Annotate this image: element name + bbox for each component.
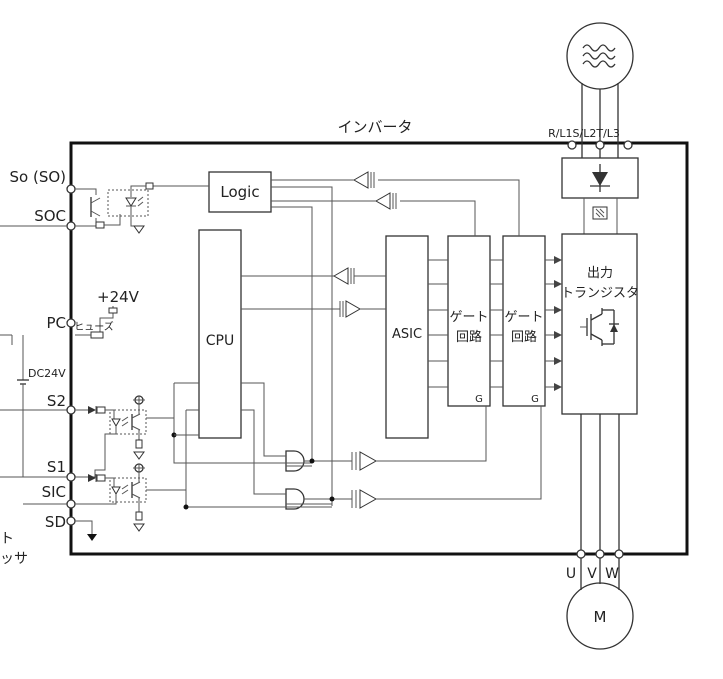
so-terminal: [66, 184, 76, 194]
soc-terminal: [66, 221, 76, 231]
pc-terminal-label: PC: [46, 314, 66, 332]
sd-terminal-label: SD: [45, 513, 66, 531]
gate-circuit-2-g: G: [531, 394, 539, 405]
gate-circuit-1-label-2: 回路: [456, 329, 482, 345]
and-gate-1: [285, 450, 305, 472]
s2-terminal-label: S2: [47, 392, 66, 410]
terminal-w-label: W: [605, 566, 619, 582]
motor-label: M: [594, 608, 607, 626]
buffer-icon: [332, 267, 355, 285]
buffer-icon: [339, 300, 362, 318]
s1-optocoupler-icon: [75, 463, 147, 532]
gate1-gate2-signals: [490, 259, 503, 388]
output-transistor-label-2: トランジスタ: [561, 286, 639, 301]
dc24v-label: DC24V: [28, 367, 66, 380]
diode-icon: [590, 164, 610, 192]
ground-icon: [87, 534, 97, 541]
logic-label: Logic: [220, 183, 259, 201]
and-gate-2: [285, 488, 305, 510]
gate-circuit-2-label-1: ゲート: [504, 310, 543, 325]
terminal-t: [623, 140, 633, 150]
gate-circuit-2-label-2: 回路: [511, 329, 537, 345]
buffer-icon: [374, 192, 397, 210]
cpu-label: CPU: [206, 333, 234, 349]
terminal-u-label: U: [566, 566, 576, 582]
asic-gate1-signals: [428, 259, 448, 388]
terminal-v: [595, 549, 605, 559]
ac-source-symbol: [566, 22, 634, 90]
buffer-icon: [352, 171, 375, 189]
output-transistor-block: [561, 233, 638, 415]
s1-terminal-label: S1: [47, 458, 66, 476]
motor-symbol: [566, 582, 634, 650]
gate-circuit-2: [502, 235, 546, 407]
inverter-title: インバータ: [337, 118, 412, 136]
terminal-v-label: V: [587, 566, 597, 582]
gate-circuit-1-label-1: ゲート: [449, 310, 488, 325]
sic-terminal-label: SIC: [42, 483, 66, 501]
s1-terminal: [66, 472, 76, 482]
fuse-icon: [90, 331, 104, 339]
buffer-icon: [351, 489, 378, 509]
so-optocoupler-icon: [75, 188, 149, 234]
output-transistor-label-1: 出力: [587, 266, 613, 281]
so-terminal-label: So (SO): [10, 168, 67, 186]
asic-block: [385, 235, 429, 439]
terminal-w: [614, 549, 624, 559]
left-cut-label-1: ト: [0, 531, 14, 547]
terminal-r: [567, 140, 577, 150]
gate2-output-arrows: [545, 256, 562, 391]
terminal-u: [576, 549, 586, 559]
buffer-icon: [351, 451, 378, 471]
asic-label: ASIC: [392, 327, 422, 342]
s2-terminal: [66, 405, 76, 415]
logic-block: [208, 171, 272, 213]
gate-circuit-1: [447, 235, 491, 407]
left-cut-label-2: ッサ: [0, 551, 28, 567]
plus24v-label: +24V: [97, 288, 140, 306]
s2-optocoupler-icon: [75, 395, 147, 478]
sd-terminal: [66, 516, 76, 526]
igbt-icon: [580, 308, 619, 346]
capacitor-icon: [592, 206, 608, 220]
pc-terminal: [66, 318, 76, 328]
gate-circuit-1-g: G: [475, 394, 483, 405]
cpu-block: [198, 229, 242, 439]
terminal-s: [595, 140, 605, 150]
fuse-label: ヒューズ: [74, 320, 114, 333]
sic-terminal: [66, 499, 76, 509]
input-terminal-labels: R/L1S/L2T/L3: [548, 127, 620, 140]
soc-terminal-label: SOC: [34, 207, 66, 225]
inverter-frame: [69, 141, 689, 556]
